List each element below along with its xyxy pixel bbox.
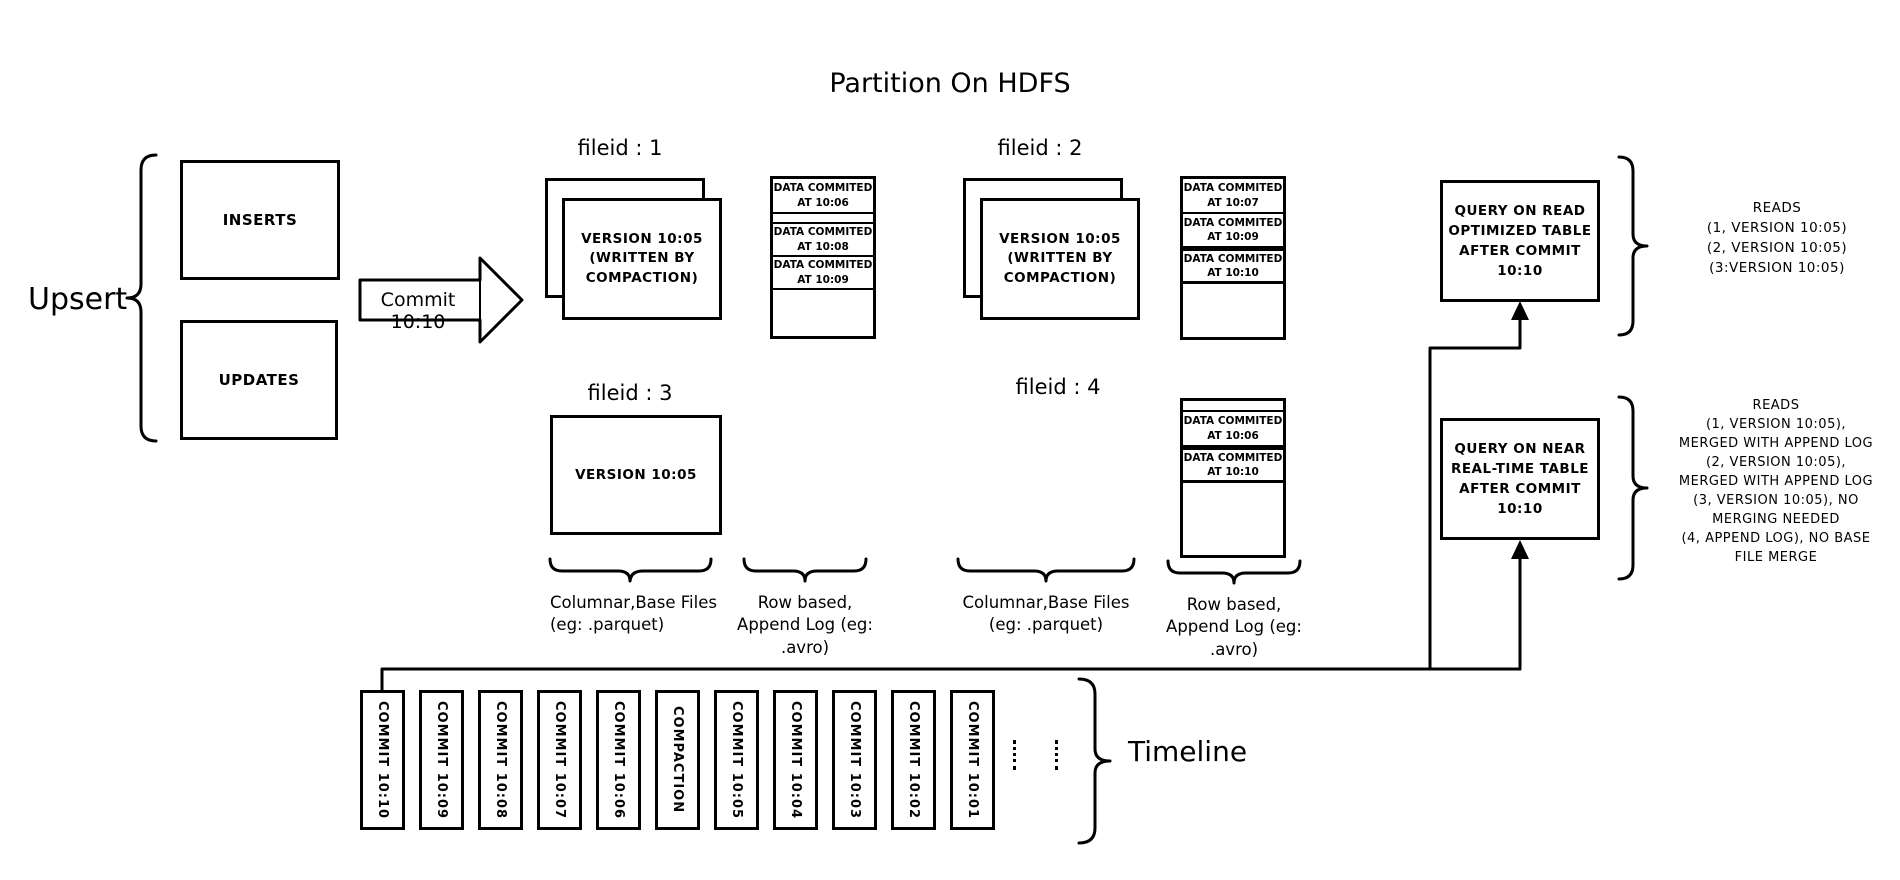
log-entry: DATA COMMITED AT 10:06 bbox=[1183, 412, 1283, 447]
fileid-1-label: fileid : 1 bbox=[577, 136, 663, 160]
columnar-brace-1 bbox=[548, 557, 713, 583]
fileid-3-label: fileid : 3 bbox=[587, 381, 673, 405]
arrowhead-near-real-time bbox=[1511, 540, 1529, 559]
updates-label: UPDATES bbox=[218, 371, 300, 389]
timeline-commit-box: COMMIT 10:08 bbox=[478, 690, 523, 830]
timeline-commit-box: COMMIT 10:10 bbox=[360, 690, 405, 830]
fileid-3-base-file: VERSION 10:05 bbox=[550, 415, 722, 535]
timeline-commit-label: COMMIT 10:09 bbox=[434, 700, 449, 820]
log-entry: DATA COMMITED AT 10:09 bbox=[773, 257, 873, 290]
reads-brace-2 bbox=[1617, 395, 1649, 581]
timeline-ellipsis bbox=[1055, 740, 1058, 770]
timeline-commit-label: COMMIT 10:02 bbox=[906, 700, 921, 820]
log-entry: DATA COMMITED AT 10:08 bbox=[773, 224, 873, 257]
upsert-brace bbox=[125, 153, 158, 443]
inserts-box: INSERTS bbox=[180, 160, 340, 280]
commit-arrow-label: Commit 10:10 bbox=[380, 289, 456, 333]
timeline-commit-box: COMMIT 10:05 bbox=[714, 690, 759, 830]
timeline-commit-label: COMMIT 10:05 bbox=[729, 700, 744, 820]
query-read-optimized-text: QUERY ON READ OPTIMIZED TABLE AFTER COMM… bbox=[1448, 202, 1592, 280]
query-near-real-time-box: QUERY ON NEAR REAL-TIME TABLE AFTER COMM… bbox=[1440, 418, 1600, 540]
timeline-commit-box: COMMIT 10:02 bbox=[891, 690, 936, 830]
log-entry-latest: DATA COMMITED AT 10:10 bbox=[1183, 248, 1283, 284]
timeline-commit-box: COMMIT 10:01 bbox=[950, 690, 995, 830]
query-read-optimized-box: QUERY ON READ OPTIMIZED TABLE AFTER COMM… bbox=[1440, 180, 1600, 302]
log-spacer bbox=[773, 214, 873, 224]
fileid-4-append-log: DATA COMMITED AT 10:06 DATA COMMITED AT … bbox=[1180, 398, 1286, 558]
log-entry-latest: DATA COMMITED AT 10:10 bbox=[1183, 447, 1283, 483]
fileid-1-base-text: VERSION 10:05 (WRITTEN BY COMPACTION) bbox=[581, 230, 703, 286]
rowbased-brace-1 bbox=[742, 557, 868, 583]
log-entry: DATA COMMITED AT 10:06 bbox=[773, 179, 873, 214]
updates-box: UPDATES bbox=[180, 320, 338, 440]
timeline-commit-box: COMMIT 10:04 bbox=[773, 690, 818, 830]
columnar-caption-1: Columnar,Base Files (eg: .parquet) bbox=[550, 593, 717, 635]
timeline-commit-label: COMMIT 10:06 bbox=[611, 700, 626, 820]
timeline-commit-label: COMMIT 10:03 bbox=[847, 700, 862, 820]
timeline-commit-label: COMMIT 10:08 bbox=[493, 700, 508, 820]
query-near-real-time-text: QUERY ON NEAR REAL-TIME TABLE AFTER COMM… bbox=[1450, 440, 1590, 518]
timeline-commit-label: COMMIT 10:10 bbox=[375, 700, 390, 820]
rowbased-brace-2 bbox=[1166, 559, 1302, 585]
inserts-label: INSERTS bbox=[222, 211, 298, 229]
timeline-ellipsis bbox=[1013, 740, 1016, 770]
fileid-1-append-log: DATA COMMITED AT 10:06 DATA COMMITED AT … bbox=[770, 176, 876, 339]
columnar-caption-2: Columnar,Base Files (eg: .parquet) bbox=[962, 593, 1130, 635]
timeline-commit-box: COMMIT 10:09 bbox=[419, 690, 464, 830]
fileid-1-base-file: VERSION 10:05 (WRITTEN BY COMPACTION) bbox=[562, 198, 722, 320]
arrowhead-read-optimized bbox=[1511, 301, 1529, 320]
timeline-commit-box: COMMIT 10:07 bbox=[537, 690, 582, 830]
rowbased-caption-2: Row based, Append Log (eg: .avro) bbox=[1166, 595, 1302, 659]
commit-arrow bbox=[358, 256, 524, 344]
fileid-2-base-file: VERSION 10:05 (WRITTEN BY COMPACTION) bbox=[980, 198, 1140, 320]
log-entry: DATA COMMITED AT 10:09 bbox=[1183, 214, 1283, 248]
columnar-brace-2 bbox=[956, 557, 1136, 583]
reads-list-1: READS (1, VERSION 10:05) (2, VERSION 10:… bbox=[1706, 200, 1848, 276]
timeline-compaction-box: COMPACTION bbox=[655, 690, 700, 830]
timeline-commit-box: COMMIT 10:06 bbox=[596, 690, 641, 830]
upsert-label: Upsert bbox=[28, 282, 128, 317]
fileid-3-base-text: VERSION 10:05 bbox=[575, 467, 697, 483]
reads-brace-1 bbox=[1617, 155, 1649, 337]
page-title: Partition On HDFS bbox=[829, 68, 1071, 99]
timeline-commit-label: COMMIT 10:01 bbox=[965, 700, 980, 820]
timeline-brace bbox=[1077, 677, 1112, 845]
timeline-commit-label: COMMIT 10:04 bbox=[788, 700, 803, 820]
timeline-label: Timeline bbox=[1128, 735, 1248, 768]
fileid-2-label: fileid : 2 bbox=[997, 136, 1083, 160]
fileid-4-label: fileid : 4 bbox=[1015, 375, 1101, 399]
timeline-commit-box: COMMIT 10:03 bbox=[832, 690, 877, 830]
timeline-compaction-label: COMPACTION bbox=[670, 706, 685, 814]
reads-list-2: READS (1, VERSION 10:05), MERGED WITH AP… bbox=[1678, 398, 1874, 565]
fileid-2-base-text: VERSION 10:05 (WRITTEN BY COMPACTION) bbox=[999, 230, 1121, 286]
timeline-commit-label: COMMIT 10:07 bbox=[552, 700, 567, 820]
rowbased-caption-1: Row based, Append Log (eg: .avro) bbox=[737, 593, 873, 657]
fileid-2-append-log: DATA COMMITED AT 10:07 DATA COMMITED AT … bbox=[1180, 176, 1286, 340]
log-spacer bbox=[1183, 401, 1283, 412]
log-entry: DATA COMMITED AT 10:07 bbox=[1183, 179, 1283, 214]
